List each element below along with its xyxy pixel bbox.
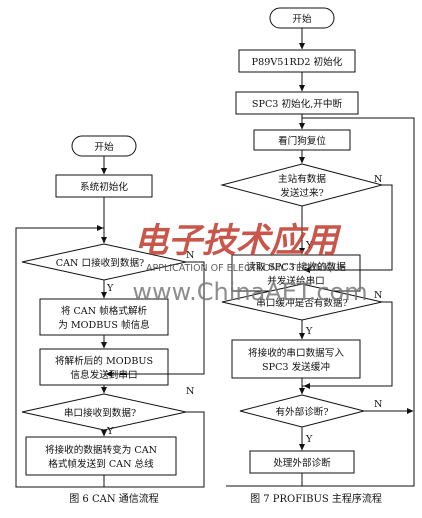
right-caption: 图 7 PROFIBUS 主程序流程 <box>250 492 382 505</box>
right-write-label-1: 将接收的串口数据写入 <box>248 347 344 359</box>
right-init1-label: P89V51RD2 初始化 <box>252 56 343 68</box>
right-write-box <box>231 339 361 379</box>
right-decision2-label: 串口缓冲是否有数据? <box>256 297 348 309</box>
right-decision3-label: 有外部诊断? <box>275 406 328 418</box>
right-texts: 开始 P89V51RD2 初始化 SPC3 初始化,开中断 看门狗复位 主站有数… <box>246 13 382 505</box>
left-yes2-label: Y <box>106 426 114 437</box>
right-init2-label: SPC3 初始化,开中断 <box>252 98 343 110</box>
right-decision1-label-1: 主站有数据 <box>278 173 326 185</box>
left-start-label: 开始 <box>94 141 114 153</box>
right-yes2-label: Y <box>305 326 313 337</box>
right-loop-back-line <box>226 117 415 487</box>
left-parse-box <box>39 298 169 336</box>
right-init1-box <box>238 49 356 73</box>
left-send-label-1: 将解析后的 MODBUS <box>55 355 153 367</box>
left-parse-label-1: 将 CAN 帧格式解析 <box>61 305 148 317</box>
right-diag-label: 处理外部诊断 <box>273 457 331 469</box>
left-decision1-label: CAN 口接收到数据? <box>56 257 144 269</box>
watermark-title: 电子技术应用 <box>134 221 342 261</box>
left-no1-label: N <box>186 250 194 261</box>
left-convert-label-1: 将接收的数据转变为 CAN <box>45 444 157 456</box>
right-init2-box <box>235 91 359 115</box>
right-decision-master-data <box>220 163 384 207</box>
right-yes1-label: Y <box>305 240 313 251</box>
right-no1-label: N <box>374 174 382 185</box>
left-decision2-label: 串口接收到数据? <box>64 407 136 419</box>
left-send-serial-box <box>39 348 169 386</box>
right-decision1-label-2: 发送过来? <box>280 187 324 199</box>
right-read-label-2: 并发送给串口 <box>267 275 325 287</box>
left-no2-label: N <box>186 386 194 397</box>
left-yes1-label: Y <box>106 283 114 294</box>
left-caption: 图 6 CAN 通信流程 <box>69 492 159 505</box>
watermark: 电子技术应用 APPLICATION OF ELECTRONIC TECHNIQ… <box>132 221 367 306</box>
can-flowchart <box>15 135 205 488</box>
left-n2-line <box>104 411 205 488</box>
right-read-label-1: 读取 SPC3 接收的数据 <box>246 261 346 273</box>
right-no2-label: N <box>374 290 382 301</box>
left-texts: 开始 系统初始化 CAN 口接收到数据? 将 CAN 帧格式解析 为 MODBU… <box>45 141 194 505</box>
watermark-subtitle: APPLICATION OF ELECTRONIC TECHNIQUE <box>146 263 346 274</box>
right-yes3-label: Y <box>305 434 313 445</box>
right-no3-label: N <box>374 399 382 410</box>
watermark-url: www.ChinaAET.com <box>132 278 367 306</box>
left-send-label-2: 信息发送到串口 <box>70 369 137 381</box>
right-start-label: 开始 <box>292 13 312 25</box>
left-convert-label-2: 格式帧发送到 CAN 总线 <box>48 458 154 470</box>
left-parse-label-2: 为 MODBUS 帧信息 <box>58 319 150 331</box>
right-watchdog-label: 看门狗复位 <box>278 135 326 147</box>
left-init-label: 系统初始化 <box>80 181 128 193</box>
right-write-label-2: SPC3 发送缓冲 <box>262 361 330 373</box>
left-convert-box <box>25 436 177 476</box>
profibus-flowchart <box>220 7 415 487</box>
